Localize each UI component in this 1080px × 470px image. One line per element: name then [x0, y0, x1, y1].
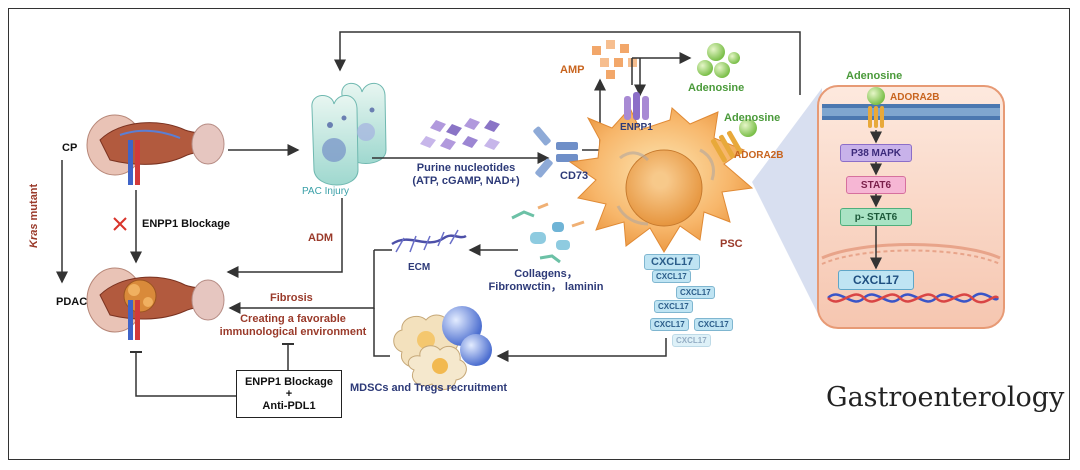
pancreas-cp-illustration	[86, 114, 225, 185]
enpp1-receptor-illustration	[624, 92, 649, 120]
cxcl17-tag: CXCL17	[672, 334, 711, 347]
pac-injury-cells-illustration	[311, 82, 387, 186]
cxcl17-recruitment-arrow	[496, 338, 667, 362]
mdsc-tregs-label: MDSCs and Tregs recruitment	[350, 382, 508, 394]
adm-arrow	[226, 198, 343, 278]
pancreas-pdac-illustration	[86, 267, 225, 340]
pathway-adenosine-label: Adenosine	[846, 70, 903, 82]
adm-label: ADM	[308, 232, 334, 244]
pac-injury-label: PAC Injury	[302, 186, 350, 197]
cxcl17-tag: CXCL17	[694, 318, 733, 331]
cxcl17-tag: CXCL17	[676, 286, 715, 299]
pathway-panel-illustration	[817, 85, 1005, 329]
feedback-loop-arrow	[334, 31, 801, 95]
ecm-fiber-illustration	[391, 229, 467, 253]
pathway-adora2b-label: ADORA2B	[890, 92, 940, 103]
zoom-connector	[752, 88, 822, 322]
cxcl17-tag: CXCL17	[652, 270, 691, 283]
adora2b-cell-receptor-illustration	[710, 119, 757, 163]
cd73-to-amp-arrow	[582, 78, 606, 151]
stat6-node: STAT6	[846, 176, 906, 194]
psc-cell-illustration	[568, 107, 754, 253]
purine-nucleotides-illustration	[420, 118, 500, 150]
amp-label: AMP	[560, 64, 585, 76]
kras-mutant-label: Kras mutant	[28, 183, 40, 248]
pdac-label: PDAC	[56, 296, 88, 308]
p-stat6-node: p- STAT6	[840, 208, 912, 226]
cxcl17-main-tag: CXCL17	[644, 254, 701, 270]
adenosine-cell-label: Adenosine	[724, 112, 781, 124]
enpp1-label: ENPP1	[620, 122, 653, 133]
cp-label: CP	[62, 142, 78, 154]
cd73-label: CD73	[560, 170, 589, 182]
pathway-cxcl17-node: CXCL17	[838, 270, 914, 290]
immune-environment-label: Creating a favorable immunological envir…	[219, 313, 367, 338]
collagen-fragments-illustration	[511, 202, 585, 264]
fibrosis-label: Fibrosis	[270, 292, 313, 304]
journal-name: Gastroenterology	[826, 382, 1065, 413]
adenosine-top-illustration	[697, 43, 740, 78]
cd73-receptor-illustration	[533, 126, 578, 178]
immune-cells-illustration	[393, 306, 492, 390]
purine-nucleotides-label: Purine nucleotides (ATP, cGAMP, NAD+)	[412, 162, 520, 187]
psc-label: PSC	[720, 238, 743, 250]
adenosine-top-label: Adenosine	[688, 82, 745, 94]
therapy-box: ENPP1 Blockage + Anti-PDL1	[236, 370, 342, 418]
blocked-x-icon	[113, 217, 127, 231]
immune-link-line	[373, 308, 390, 357]
inhibition-lines	[130, 343, 294, 397]
cxcl17-tag: CXCL17	[654, 300, 693, 313]
figure-frame	[8, 8, 1070, 460]
ecm-label: ECM	[408, 262, 431, 273]
adora2b-cell-label: ADORA2B	[734, 150, 784, 161]
ecm-components-label: Collagens， Fibronwctin， laminin	[488, 268, 604, 293]
cxcl17-tag: CXCL17	[650, 318, 689, 331]
amp-cubes-illustration	[592, 40, 637, 79]
p38-mapk-node: P38 MAPK	[840, 144, 912, 162]
enpp1-blockage-label: ENPP1 Blockage	[142, 218, 231, 230]
